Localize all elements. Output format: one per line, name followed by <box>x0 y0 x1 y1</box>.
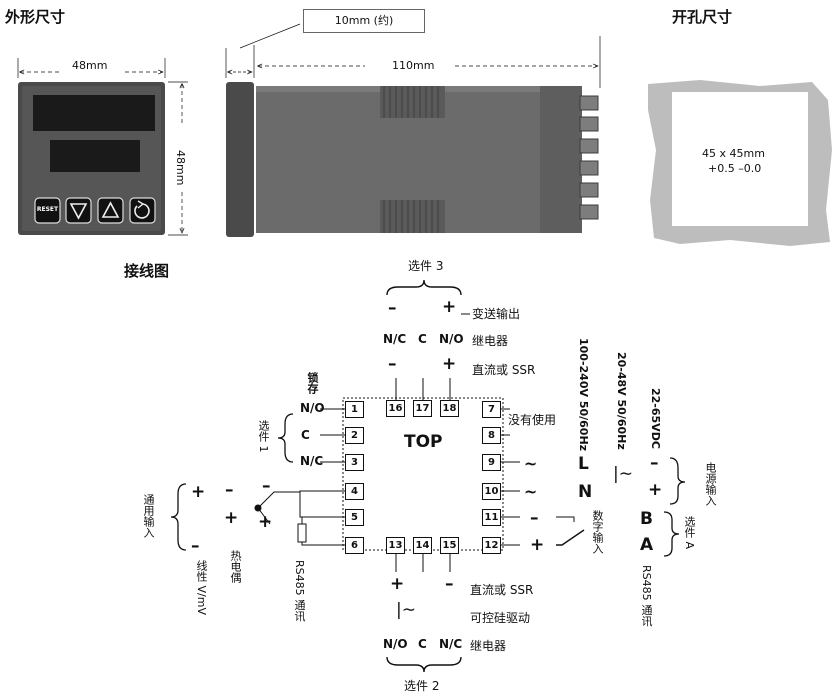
option1-c: C <box>301 428 310 442</box>
terminal-15: 15 <box>440 537 459 554</box>
digital-minus: – <box>530 508 539 528</box>
power-l: L <box>578 454 589 474</box>
option1-nc: N/C <box>300 454 324 468</box>
power-tilde-2: ∼ <box>524 482 538 501</box>
option2-triac-label: 可控硅驱动 <box>470 611 531 625</box>
power-input-title: 电源输入 <box>704 462 717 506</box>
side-view <box>225 23 601 237</box>
option1-latch: 锁存 <box>306 372 319 394</box>
option2-minus: – <box>445 574 454 594</box>
terminal-11: 11 <box>482 509 501 526</box>
terminal-14: 14 <box>413 537 432 554</box>
cutout-heading: 开孔尺寸 <box>672 8 733 26</box>
digital-input-label: 数字输入 <box>591 510 604 554</box>
body-length-label: 110mm <box>392 59 435 72</box>
thermocouple-minus: – <box>225 480 234 500</box>
option1-no: N/O <box>300 401 325 415</box>
bezel-depth-label: 10mm (约) <box>303 9 425 33</box>
linear-input-label: 线性 V/mV <box>195 560 208 615</box>
rs485-right-label: RS485 通讯 <box>640 565 653 627</box>
terminal-3: 3 <box>345 454 364 471</box>
terminal-6: 6 <box>345 537 364 554</box>
dimensions-heading: 外形尺寸 <box>5 8 66 26</box>
terminal-17: 17 <box>413 400 432 417</box>
option3-dc-ssr-label: 直流或 SSR <box>472 363 536 377</box>
power-plus: + <box>648 480 663 500</box>
digital-plus: + <box>530 535 545 555</box>
unused-label: 没有使用 <box>508 413 557 427</box>
terminal-8: 8 <box>482 427 501 444</box>
thermocouple-label: 热电偶 <box>229 550 242 583</box>
option3-no: N/O <box>439 332 464 346</box>
front-width-label: 48mm <box>72 59 108 72</box>
option3-nc: N/C <box>383 332 407 346</box>
reset-button[interactable]: RESET <box>36 206 59 213</box>
power-minus: – <box>650 453 659 473</box>
option-a-b: B <box>640 509 653 529</box>
terminal-1: 1 <box>345 401 364 418</box>
cutout-drawing <box>648 80 832 246</box>
down-button[interactable] <box>66 198 91 223</box>
terminal-4: 4 <box>345 483 364 500</box>
power-bar-tilde: |∼ <box>613 464 633 484</box>
option3-minus: – <box>388 298 397 318</box>
power-n: N <box>578 482 593 502</box>
rtd-plus: + <box>258 512 273 532</box>
power-dc-22-65: 22-65VDC <box>649 388 662 449</box>
cutout-tolerance: +0.5 –0.0 <box>708 162 762 175</box>
front-height-label: 48mm <box>174 150 187 186</box>
top-label: TOP <box>404 432 443 452</box>
rtd-minus: – <box>262 476 271 496</box>
thermocouple-plus: + <box>224 508 239 528</box>
universal-plus: + <box>191 482 206 502</box>
terminal-10: 10 <box>482 483 501 500</box>
terminal-16: 16 <box>386 400 405 417</box>
terminal-5: 5 <box>345 509 364 526</box>
wiring-heading: 接线图 <box>124 262 170 280</box>
option2-title: 选件 2 <box>404 679 440 693</box>
option2-nc: N/C <box>439 637 463 651</box>
option3-ssr-plus: + <box>442 354 457 374</box>
universal-input-title: 通用输入 <box>142 494 155 538</box>
option2-bar-tilde: |∼ <box>396 600 416 620</box>
universal-minus: – <box>191 536 200 556</box>
rs485-left-label: RS485 通讯 <box>293 560 306 622</box>
power-ac-20-48: 20-48V 50/60Hz <box>615 352 628 450</box>
option2-c: C <box>418 637 427 651</box>
power-ac-100-240: 100-240V 50/60Hz <box>577 338 590 452</box>
front-view <box>17 58 188 236</box>
terminal-18: 18 <box>440 400 459 417</box>
option3-plus: + <box>442 297 457 317</box>
option3-c: C <box>418 332 427 346</box>
option2-plus: + <box>390 574 405 594</box>
option-a-a: A <box>640 535 654 555</box>
option2-relay-label: 继电器 <box>470 639 507 653</box>
terminal-9: 9 <box>482 454 501 471</box>
option1-title: 选件 1 <box>257 420 270 453</box>
terminal-7: 7 <box>482 401 501 418</box>
option3-title: 选件 3 <box>408 259 444 273</box>
transmission-output-label: 变送输出 <box>472 307 521 321</box>
power-tilde: ∼ <box>524 454 538 473</box>
option-a-title: 选件 A <box>683 516 696 550</box>
option2-no: N/O <box>383 637 408 651</box>
terminal-13: 13 <box>386 537 405 554</box>
wiring-diagram <box>170 279 686 673</box>
terminal-2: 2 <box>345 427 364 444</box>
terminal-12: 12 <box>482 537 501 554</box>
cutout-size: 45 x 45mm <box>702 147 765 160</box>
up-button[interactable] <box>98 198 123 223</box>
option3-relay-label: 继电器 <box>472 334 509 348</box>
refresh-button[interactable] <box>130 198 155 223</box>
option3-ssr-minus: – <box>388 354 397 374</box>
option2-dc-ssr-label: 直流或 SSR <box>470 583 534 597</box>
